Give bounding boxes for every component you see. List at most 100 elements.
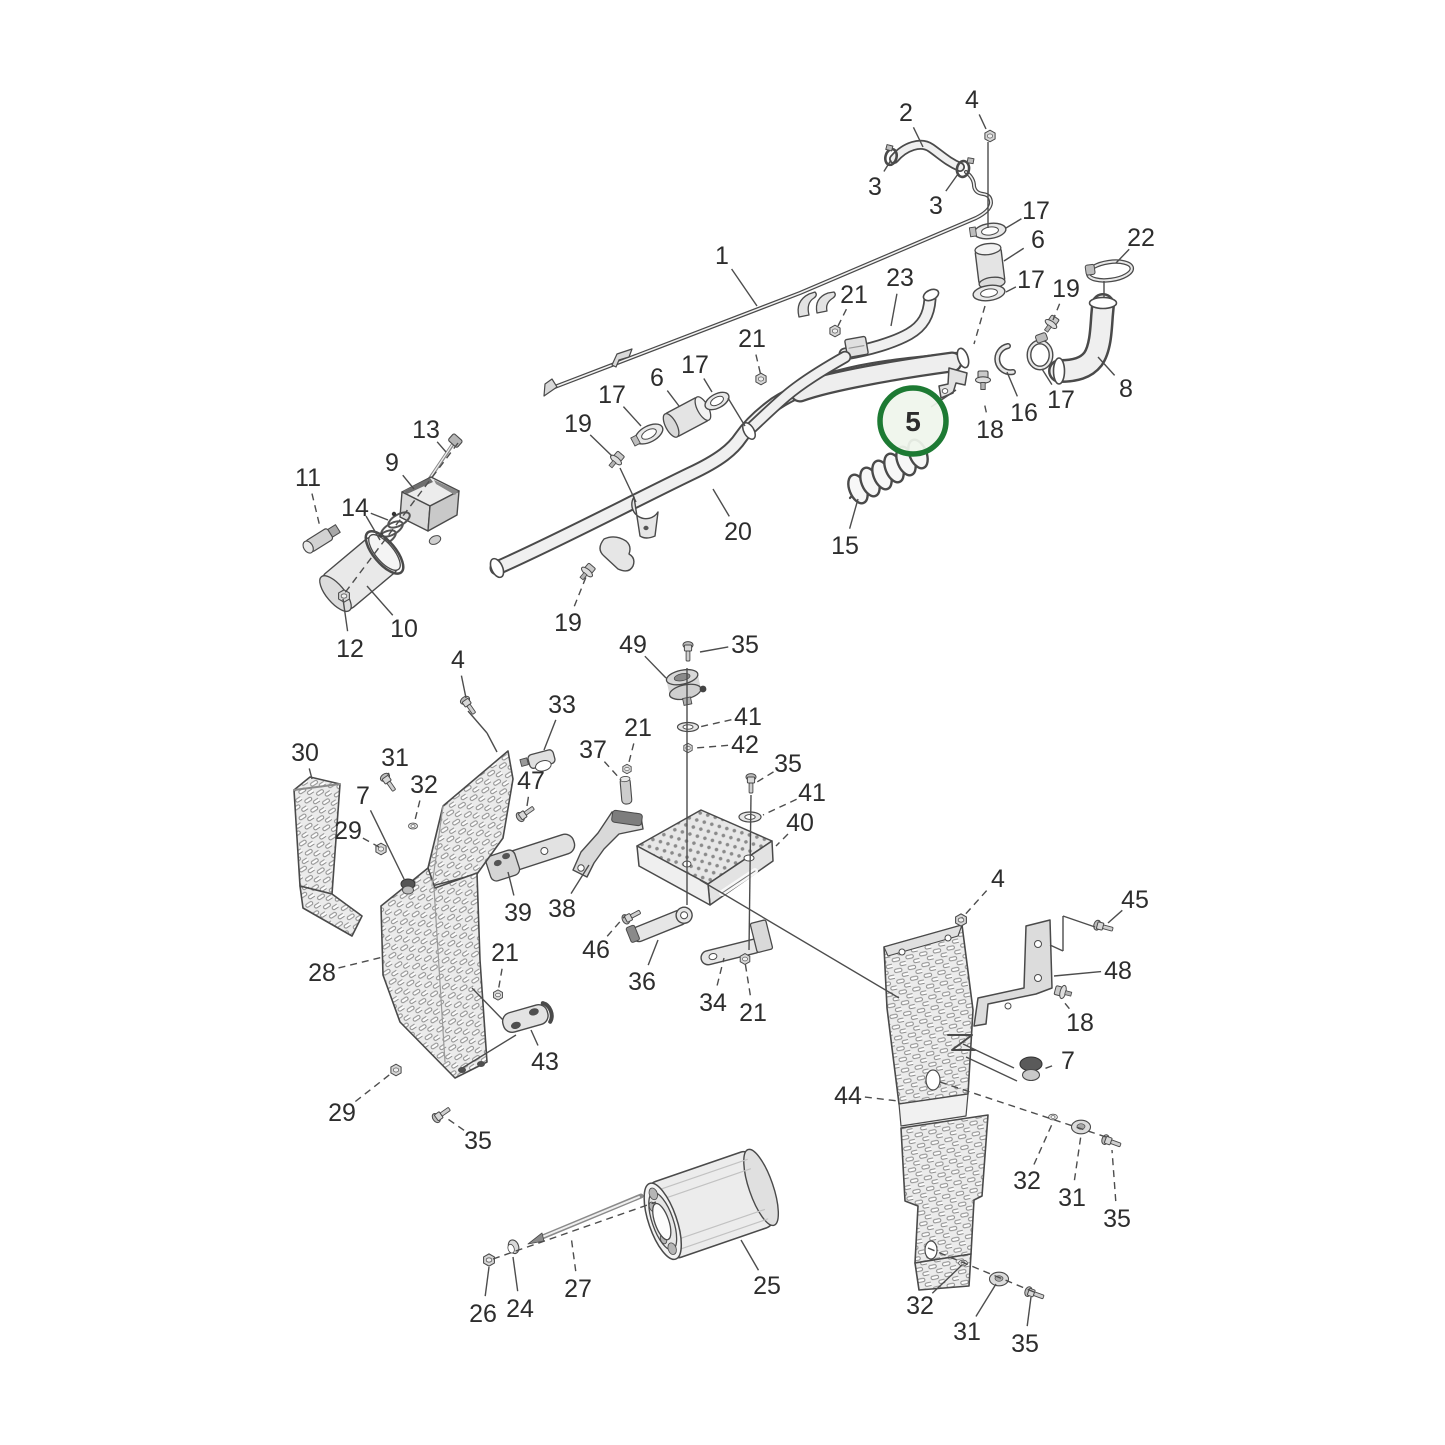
- part-37-pin: [619, 776, 633, 805]
- leader-line: [573, 576, 587, 607]
- leader-line: [755, 354, 762, 377]
- construction-line: [973, 305, 986, 345]
- part-26-nut: [483, 1253, 495, 1267]
- part-7-grommet-left: [400, 878, 416, 895]
- part-35-screw-a: [682, 641, 694, 662]
- leader-line: [354, 1071, 394, 1103]
- leader-line: [1040, 1065, 1053, 1071]
- part-21-nut-a: [829, 324, 841, 338]
- leader-line: [1005, 286, 1017, 293]
- part-label-17: 17: [1047, 386, 1075, 414]
- part-label-40: 40: [786, 809, 814, 837]
- leader-line: [699, 646, 729, 653]
- part-label-32: 32: [906, 1292, 934, 1320]
- highlight-circle-part-5[interactable]: [877, 385, 949, 457]
- part-label-17: 17: [1017, 266, 1045, 294]
- leader-line: [756, 771, 774, 783]
- leader-line: [512, 1256, 519, 1292]
- part-8-elbow-hose: [1048, 293, 1118, 385]
- leader-line: [338, 956, 384, 969]
- part-label-4: 4: [451, 646, 465, 674]
- leader-line: [1115, 248, 1130, 264]
- construction-line: [962, 1043, 1015, 1069]
- part-label-10: 10: [390, 615, 418, 643]
- part-2-vent-hose: [889, 139, 965, 172]
- part-label-32: 32: [410, 771, 438, 799]
- part-label-45: 45: [1121, 886, 1149, 914]
- leader-line: [1063, 1001, 1070, 1010]
- part-label-2: 2: [899, 99, 913, 127]
- part-11-fitting: [302, 524, 341, 554]
- leader-line: [961, 890, 988, 919]
- part-44-heat-shield: [883, 924, 989, 1291]
- leader-line: [740, 1239, 760, 1271]
- leader-line: [402, 474, 415, 490]
- leader-line: [1006, 371, 1018, 397]
- part-label-46: 46: [582, 936, 610, 964]
- part-label-19: 19: [564, 410, 592, 438]
- part-48-bracket: [973, 919, 1053, 1027]
- part-18-bolt: [974, 370, 992, 391]
- construction-line: [492, 1201, 657, 1260]
- leader-line: [497, 968, 503, 993]
- part-19-bolt-c: [1040, 312, 1062, 336]
- part-16-clamp: [994, 343, 1016, 376]
- leader-line: [308, 768, 313, 780]
- part-label-23: 23: [886, 264, 914, 292]
- construction-line: [727, 397, 746, 427]
- spacer-6-right: [974, 242, 1006, 290]
- part-9-valve-body: [399, 476, 460, 545]
- part-label-28: 28: [308, 959, 336, 987]
- part-25-silencer: [643, 1148, 780, 1261]
- part-label-39: 39: [504, 899, 532, 927]
- leader-line: [387, 772, 390, 776]
- leader-line: [775, 833, 789, 847]
- leader-line: [647, 939, 659, 966]
- leader-line: [712, 488, 730, 517]
- part-label-31: 31: [1058, 1184, 1086, 1212]
- construction-line: [748, 794, 752, 951]
- construction-line: [1062, 915, 1096, 928]
- hose-clamp-3b: [955, 157, 975, 179]
- leader-line: [703, 378, 713, 393]
- leader-line: [983, 401, 987, 413]
- leader-line: [606, 915, 626, 937]
- leader-line: [460, 675, 467, 699]
- part-label-21: 21: [739, 999, 767, 1027]
- part-49-grommet: [665, 668, 702, 706]
- leader-line: [342, 598, 349, 632]
- leader-line: [945, 173, 959, 192]
- part-label-21: 21: [624, 714, 652, 742]
- gasket-17-left2: [704, 391, 730, 411]
- part-label-3: 3: [868, 173, 882, 201]
- part-21-nut-d: [739, 953, 751, 965]
- construction-line: [699, 879, 900, 999]
- part-label-21: 21: [738, 325, 766, 353]
- highlighted-part-marker: 5: [877, 385, 957, 457]
- part-label-4: 4: [965, 86, 979, 114]
- part-label-14: 14: [341, 494, 369, 522]
- part-label-26: 26: [469, 1300, 497, 1328]
- leader-line: [1026, 1296, 1032, 1327]
- leader-line: [666, 390, 680, 407]
- part-30-heat-shield: [293, 776, 363, 937]
- leader-line: [731, 268, 758, 307]
- construction-line: [486, 732, 498, 753]
- part-34-bracket: [700, 919, 774, 966]
- part-label-35: 35: [774, 750, 802, 778]
- part-27-rod: [527, 1193, 644, 1245]
- part-label-4: 4: [991, 865, 1005, 893]
- part-29-nut-b: [390, 1063, 402, 1077]
- part-label-24: 24: [506, 1295, 534, 1323]
- part-4-screw-mid: [458, 694, 479, 717]
- construction-line: [619, 467, 637, 503]
- spacer-6-left: [662, 396, 712, 438]
- leader-line: [716, 957, 725, 986]
- leader-line: [837, 308, 848, 327]
- grommet-stud: [699, 685, 707, 693]
- hose-clamp-3a: [883, 144, 899, 167]
- construction-line: [939, 1081, 1107, 1138]
- leader-line: [507, 871, 515, 896]
- part-33-clamp: [519, 749, 556, 772]
